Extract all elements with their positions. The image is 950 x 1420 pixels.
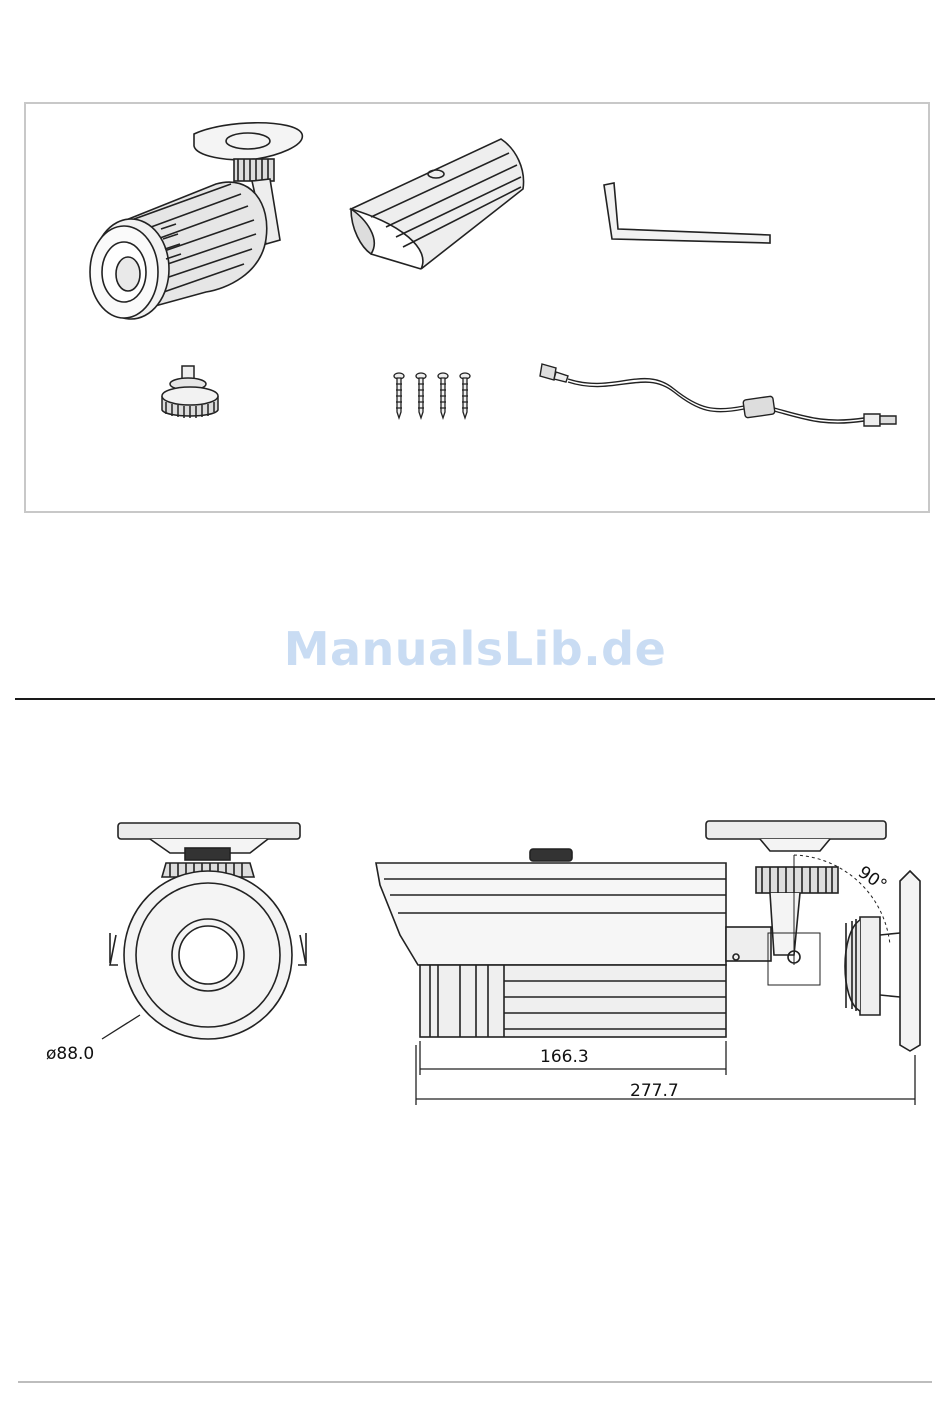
side-view-drawing: 166.3 277.7 90° [370, 815, 930, 1115]
allen-key-illustration [596, 179, 776, 249]
front-view-drawing: ø88.0 [40, 815, 320, 1075]
package-contents-panel [24, 102, 930, 513]
section-divider [15, 698, 935, 700]
sunshield-illustration [341, 129, 561, 279]
power-cable-illustration [534, 354, 904, 444]
angle-label: 90° [854, 862, 890, 896]
screws-illustration [388, 372, 478, 422]
footer-divider [18, 1381, 932, 1383]
mount-knob-illustration [156, 362, 226, 422]
total-length-label: 277.7 [630, 1081, 679, 1101]
bullet-camera-illustration [66, 114, 336, 334]
body-length-label: 166.3 [540, 1047, 589, 1067]
watermark-text: ManualsLib.de [0, 622, 950, 676]
diameter-label: ø88.0 [46, 1044, 94, 1064]
